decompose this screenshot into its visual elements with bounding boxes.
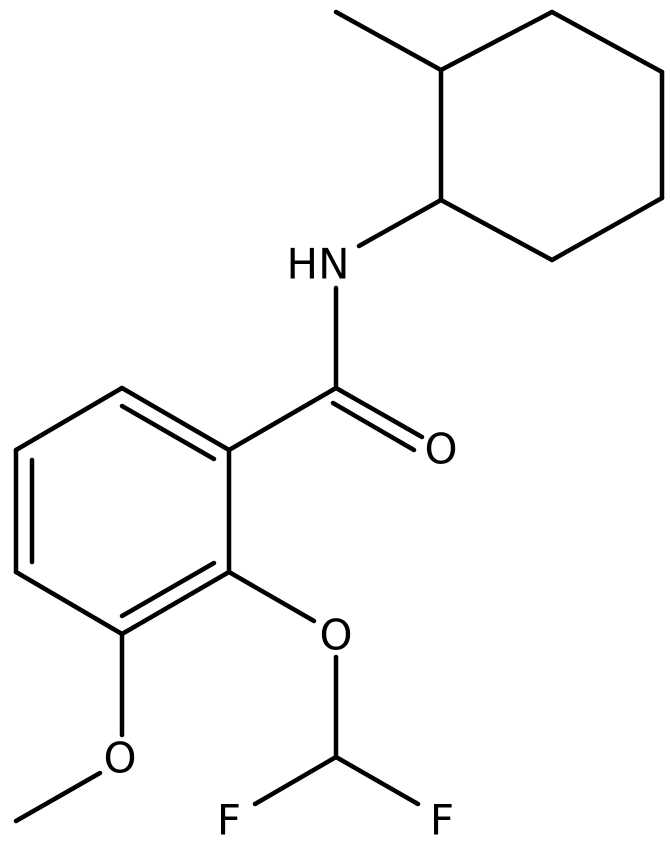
bond-ring-c6-c1: [438, 197, 555, 263]
ether-oxygen-label: O: [319, 611, 352, 660]
bond-benz-c5-c6: [13, 385, 125, 453]
fluorine-left-label: F: [217, 796, 241, 845]
bond-benz-c6-c1-inner: [119, 403, 217, 462]
cyclohexane-ring: [438, 9, 665, 263]
benzene-ring: [13, 385, 339, 637]
bond-benz-c6-c1: [119, 385, 232, 453]
bond-benz-c3-c4: [13, 569, 125, 637]
nh-label: HN: [287, 240, 350, 289]
bond-benz-c2-c3-inner: [119, 560, 217, 619]
bond-chf2-f-right: [333, 754, 421, 807]
bond-methoxy-o-methyl: [13, 770, 103, 824]
bond-ring-c2-c3: [438, 9, 555, 73]
bond-ring-methyl: [333, 9, 444, 73]
bond-benz-c1-carbonyl: [226, 385, 339, 453]
bond-benz-ether-o: [226, 569, 317, 624]
bond-benz-c2-c3: [119, 569, 232, 637]
bond-carbonyl-double-inner: [330, 400, 417, 453]
methoxy-oxygen-label: O: [103, 734, 136, 783]
carbonyl-oxygen-label: O: [424, 425, 457, 474]
bond-ring-c3-c4: [549, 9, 665, 75]
bond-chf2-f-left: [252, 754, 339, 807]
bond-carbonyl-double-outer: [333, 385, 425, 440]
bond-n-ring: [356, 197, 444, 249]
fluorine-right-label: F: [430, 796, 454, 845]
bond-ring-c5-c6: [549, 195, 665, 263]
